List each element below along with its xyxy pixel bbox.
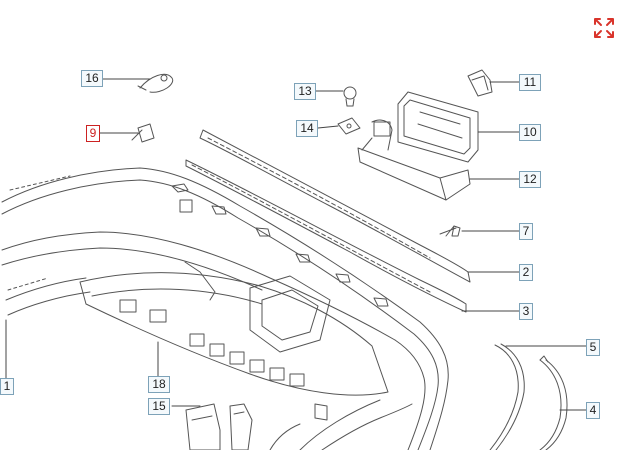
callout-3[interactable]: 3	[519, 303, 533, 320]
callout-1[interactable]: 1	[0, 378, 14, 395]
callout-4[interactable]: 4	[586, 402, 600, 419]
callout-5[interactable]: 5	[586, 339, 600, 356]
callout-18[interactable]: 18	[148, 376, 170, 393]
bumper-cover	[1, 167, 449, 450]
side-trims	[489, 343, 568, 450]
carrier	[357, 137, 471, 201]
bracket	[371, 91, 479, 163]
callout-13[interactable]: 13	[294, 83, 316, 100]
fullscreen-button[interactable]	[592, 16, 616, 40]
leader-lines	[5, 78, 587, 411]
callout-14[interactable]: 14	[296, 120, 318, 137]
callout-15[interactable]: 15	[148, 398, 170, 415]
diffuser	[79, 261, 389, 421]
fullscreen-icon	[594, 18, 614, 38]
callout-2[interactable]: 2	[519, 264, 533, 281]
callout-7[interactable]: 7	[519, 223, 533, 240]
callout-10[interactable]: 10	[519, 124, 541, 141]
trim-strips	[185, 129, 471, 313]
callout-16[interactable]: 16	[81, 70, 103, 87]
callout-11[interactable]: 11	[519, 74, 541, 91]
callout-12[interactable]: 12	[519, 171, 541, 188]
callout-9[interactable]: 9	[86, 125, 100, 142]
fasteners	[131, 69, 493, 237]
mount-bracket	[185, 403, 301, 450]
